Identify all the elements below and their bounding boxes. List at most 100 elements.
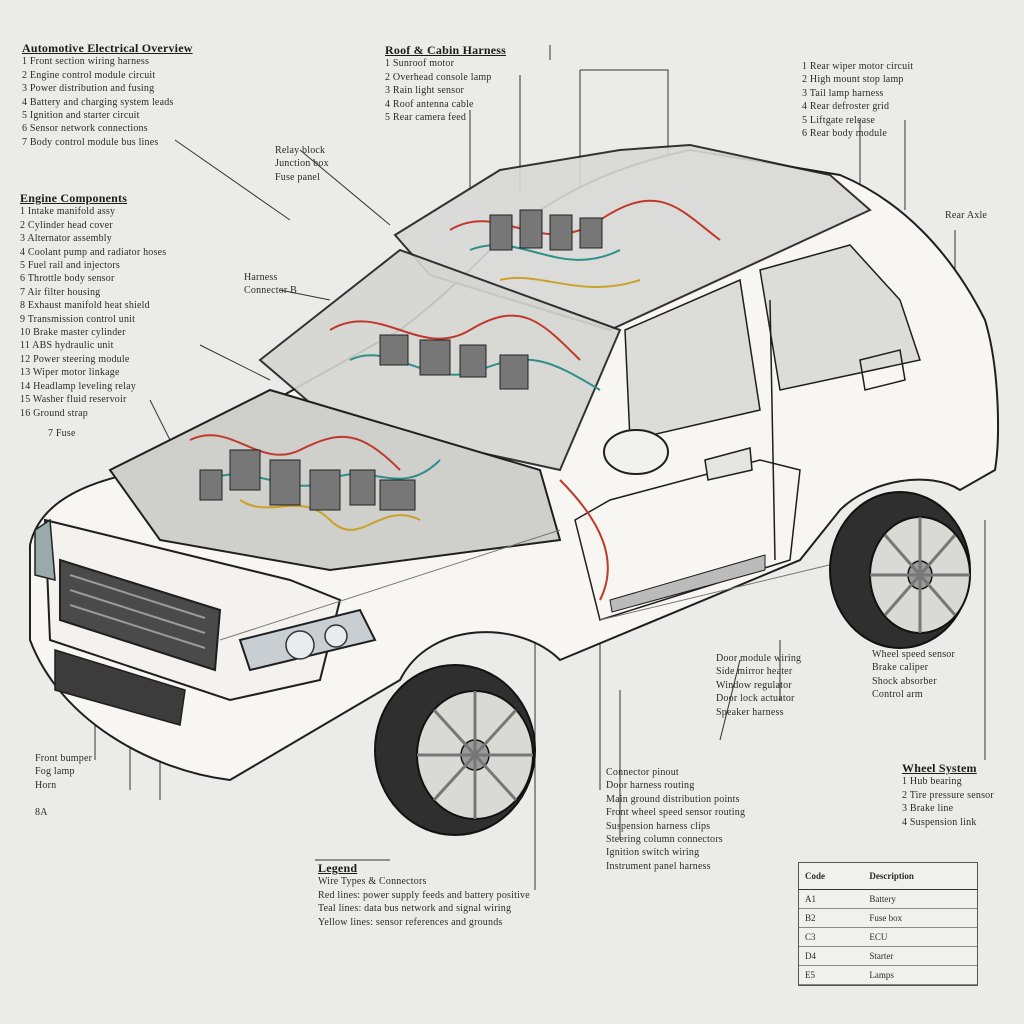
note-line: 7 Body control module bus lines xyxy=(22,136,159,148)
table-cell: E5 xyxy=(799,965,864,985)
top-left-notes: Automotive Electrical Overview 1 Front s… xyxy=(22,41,193,149)
note-line: Steering column connectors xyxy=(606,834,723,846)
table-cell: Battery xyxy=(863,889,977,909)
table-header-row: Code Description xyxy=(799,863,977,890)
note-line: 13 Wiper motor linkage xyxy=(20,367,120,379)
note-line: 6 Rear body module xyxy=(802,128,887,140)
top-center-title: Roof & Cabin Harness xyxy=(385,43,507,57)
note-line: 4 Suspension link xyxy=(902,816,977,828)
note-line: Wheel speed sensor xyxy=(872,649,956,660)
callout-harness: Harness Connector B xyxy=(244,271,297,298)
page-mark: 8A xyxy=(35,807,48,819)
note-line: 16 Ground strap xyxy=(20,407,88,419)
note-line: 1 Intake manifold assy xyxy=(20,206,116,218)
fuse-label: 7 Fuse xyxy=(48,428,76,439)
note-line: 5 Ignition and starter circuit xyxy=(22,110,140,122)
note-line: 15 Washer fluid reservoir xyxy=(20,394,127,406)
table-cell: ECU xyxy=(863,927,977,947)
note-line: Speaker harness xyxy=(716,706,784,718)
note-line: 12 Power steering module xyxy=(20,353,130,365)
note-line: 3 Alternator assembly xyxy=(20,233,112,245)
note-line: Connector pinout xyxy=(606,767,679,778)
center-right-notes: Door module wiring Side mirror heater Wi… xyxy=(716,652,801,719)
legend-line: Red lines: power supply feeds and batter… xyxy=(318,889,530,901)
note-line: Door lock actuator xyxy=(716,693,795,705)
callout-line: Harness xyxy=(244,272,278,283)
note-line: 2 Tire pressure sensor xyxy=(902,789,994,801)
legend-line: Teal lines: data bus network and signal … xyxy=(318,903,512,915)
note-line: 2 High mount stop lamp xyxy=(802,74,904,86)
note-line: 3 Rain light sensor xyxy=(385,85,465,97)
note-line: 5 Fuel rail and injectors xyxy=(20,260,120,272)
top-center-notes: Roof & Cabin Harness 1 Sunroof motor 2 O… xyxy=(385,43,507,124)
note-line: 3 Power distribution and fusing xyxy=(22,83,155,95)
note-line: Fog lamp xyxy=(35,766,75,778)
table-cell: A1 xyxy=(799,889,864,909)
left-mid-notes: Engine Components 1 Intake manifold assy… xyxy=(20,191,167,420)
rear-axle-tag: Rear Axle xyxy=(945,210,988,221)
wheel-system-title: Wheel System xyxy=(902,761,977,775)
note-line: Side mirror heater xyxy=(716,666,793,678)
table-cell: Lamps xyxy=(863,965,977,985)
table-cell: Starter xyxy=(863,946,977,966)
note-line: 5 Rear camera feed xyxy=(385,112,467,124)
note-line: Main ground distribution points xyxy=(606,793,740,805)
note-line: 6 Throttle body sensor xyxy=(20,273,115,285)
callout-line: Connector B xyxy=(244,285,298,297)
note-line: 10 Brake master cylinder xyxy=(20,327,126,339)
note-line: Window regulator xyxy=(716,679,792,691)
note-line: 14 Headlamp leveling relay xyxy=(20,380,136,392)
note-line: 6 Sensor network connections xyxy=(22,123,148,135)
wheel-callouts: Wheel speed sensor Brake caliper Shock a… xyxy=(872,648,955,702)
front-wheel xyxy=(374,664,536,836)
callout-line: Fuse panel xyxy=(275,171,321,183)
note-line: 9 Transmission control unit xyxy=(20,313,136,325)
legend-title: Legend xyxy=(318,861,358,875)
note-line: Brake caliper xyxy=(872,662,929,674)
note-line: Front bumper xyxy=(35,753,93,764)
table-row: D4 Starter xyxy=(799,946,977,966)
note-line: Front wheel speed sensor routing xyxy=(606,807,746,819)
wheel-system-notes: Wheel System 1 Hub bearing 2 Tire pressu… xyxy=(902,761,994,829)
note-line: 4 Battery and charging system leads xyxy=(22,96,174,108)
callout-line: Relay block xyxy=(275,145,326,156)
callout-line: Junction box xyxy=(275,158,329,170)
code-table: Code Description A1 Battery B2 Fuse box … xyxy=(798,862,978,986)
bottom-left-notes: Front bumper Fog lamp Horn 8A xyxy=(35,752,92,820)
note-line: 4 Roof antenna cable xyxy=(385,98,474,110)
note-line: Door harness routing xyxy=(606,780,695,792)
note-line: 2 Engine control module circuit xyxy=(22,69,156,81)
table-cell: D4 xyxy=(799,946,864,966)
table-cell: C3 xyxy=(799,927,864,947)
note-line: Door module wiring xyxy=(716,653,802,664)
note-line: Horn xyxy=(35,779,57,791)
note-line: 7 Air filter housing xyxy=(20,286,101,298)
note-line: 1 Rear wiper motor circuit xyxy=(802,61,914,72)
note-line: 3 Brake line xyxy=(902,803,954,815)
legend-block: Legend Wire Types & Connectors Red lines… xyxy=(318,861,530,929)
table-row: E5 Lamps xyxy=(799,965,977,985)
note-line: Shock absorber xyxy=(872,675,937,687)
note-line: 3 Tail lamp harness xyxy=(802,87,884,99)
callout-relay: Relay block Junction box Fuse panel xyxy=(275,144,329,184)
left-mid-title: Engine Components xyxy=(20,191,128,205)
top-left-title: Automotive Electrical Overview xyxy=(22,41,193,55)
note-line: 1 Front section wiring harness xyxy=(22,56,150,68)
table-row: B2 Fuse box xyxy=(799,908,977,928)
note-line: 4 Coolant pump and radiator hoses xyxy=(20,246,167,258)
note-line: 2 Cylinder head cover xyxy=(20,219,113,231)
table-header-cell: Code xyxy=(799,863,864,890)
center-bottom-notes: Connector pinout Door harness routing Ma… xyxy=(606,766,745,873)
note-line: Suspension harness clips xyxy=(606,820,711,832)
table-header-cell: Description xyxy=(863,863,977,890)
table-row: C3 ECU xyxy=(799,927,977,947)
note-line: Ignition switch wiring xyxy=(606,847,700,859)
legend-subtitle: Wire Types & Connectors xyxy=(318,876,427,888)
note-line: 11 ABS hydraulic unit xyxy=(20,340,114,352)
top-right-notes: 1 Rear wiper motor circuit 2 High mount … xyxy=(802,60,913,140)
legend-line: Yellow lines: sensor references and grou… xyxy=(318,916,503,928)
note-line: 8 Exhaust manifold heat shield xyxy=(20,300,150,312)
note-line: Control arm xyxy=(872,689,923,701)
